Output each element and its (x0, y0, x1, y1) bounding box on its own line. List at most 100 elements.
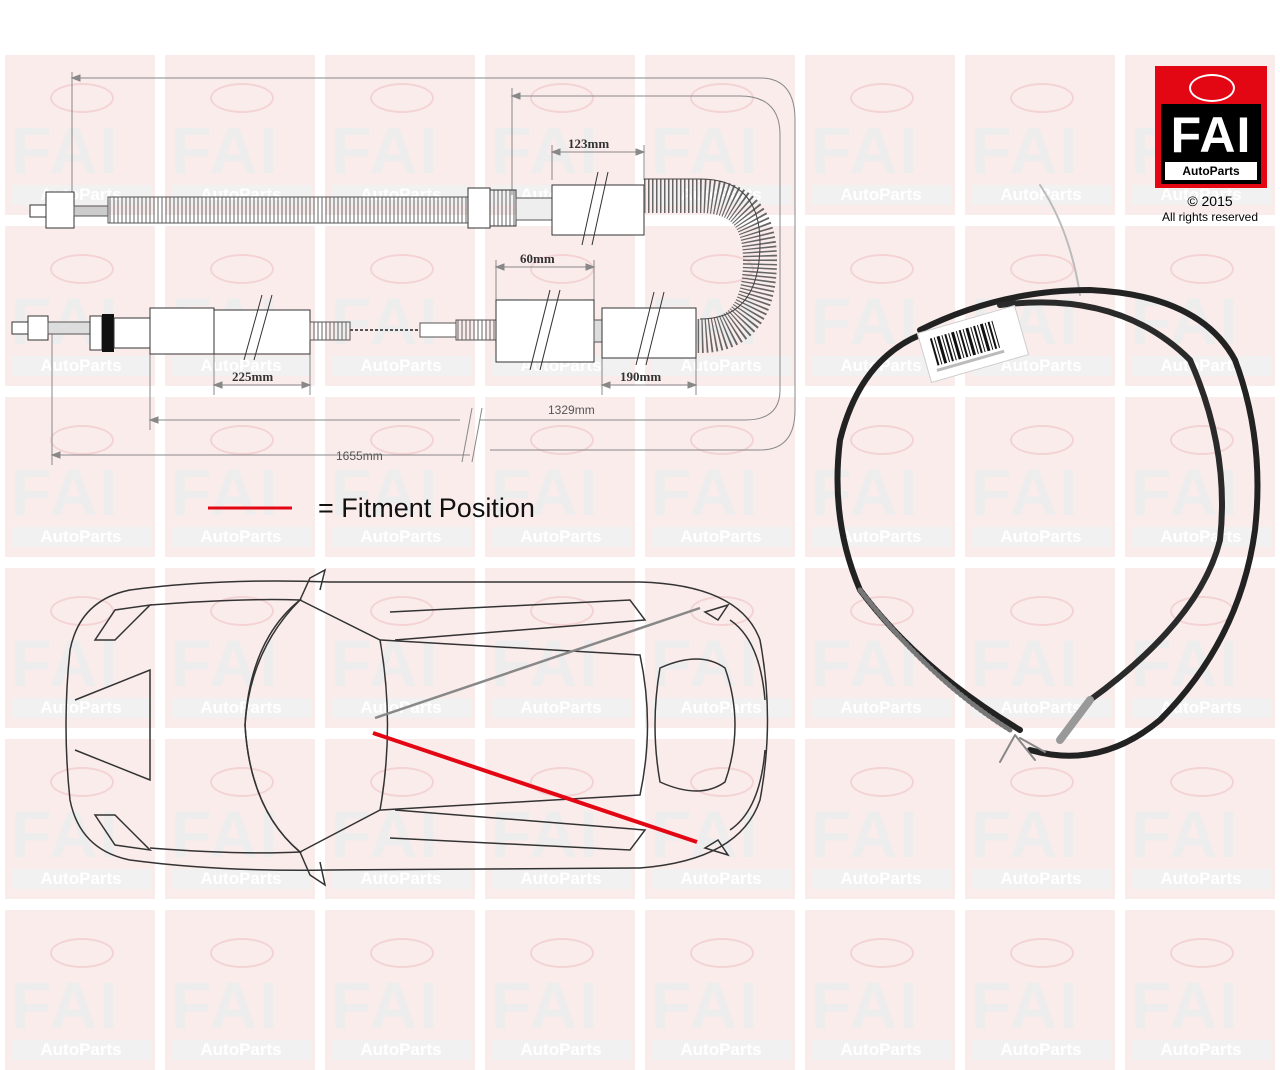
watermark-brand: FAI (11, 113, 120, 187)
watermark-tagline: AutoParts (971, 356, 1111, 376)
watermark-tagline: AutoParts (11, 698, 151, 718)
dim-60mm: 60mm (520, 251, 555, 266)
watermark-brand: FAI (971, 113, 1080, 187)
watermark-tagline: AutoParts (651, 1040, 791, 1060)
watermark-brand: FAI (11, 626, 120, 700)
watermark-oval-icon (690, 83, 754, 113)
watermark-brand: FAI (491, 968, 600, 1042)
watermark-oval-icon (370, 83, 434, 113)
watermark-oval-icon (370, 425, 434, 455)
watermark-brand: FAI (651, 113, 760, 187)
watermark-oval-icon (690, 425, 754, 455)
cable-diagram: 123mm 60mm 225mm 190mm 1329mm 1655mm (11, 72, 1261, 887)
watermark-brand: FAI (11, 455, 120, 529)
watermark-tagline: AutoParts (171, 869, 311, 889)
watermark-brand: FAI (651, 626, 760, 700)
watermark-tagline: AutoParts (331, 356, 471, 376)
watermark-brand: FAI (171, 113, 280, 187)
watermark-brand: FAI (1131, 968, 1240, 1042)
watermark-brand: FAI (491, 113, 600, 187)
watermark-tagline: AutoParts (651, 698, 791, 718)
barcode-icon (929, 320, 1005, 372)
watermark-tagline: AutoParts (1131, 698, 1271, 718)
watermark-tagline: AutoParts (651, 869, 791, 889)
watermark-oval-icon (210, 83, 274, 113)
watermark-tagline: AutoParts (811, 869, 951, 889)
watermark-brand: FAI (971, 455, 1080, 529)
dim-1655mm: 1655mm (336, 449, 383, 463)
logo-oval-icon (1189, 74, 1235, 102)
watermark-brand: FAI (811, 626, 920, 700)
watermark-tagline: AutoParts (11, 869, 151, 889)
watermark-oval-icon (50, 83, 114, 113)
legend-label: = Fitment Position (318, 493, 535, 523)
watermark-oval-icon (850, 83, 914, 113)
watermark-brand: FAI (1131, 797, 1240, 871)
watermark-tagline: AutoParts (171, 356, 311, 376)
watermark-oval-icon (1170, 767, 1234, 797)
watermark-oval-icon (1010, 254, 1074, 284)
watermark-oval-icon (1010, 596, 1074, 626)
dim-123mm: 123mm (568, 136, 609, 151)
watermark-tagline: AutoParts (331, 1040, 471, 1060)
watermark-brand: FAI (811, 797, 920, 871)
lower-cable (11, 289, 697, 371)
watermark-oval-icon (850, 767, 914, 797)
watermark-tagline: AutoParts (491, 1040, 631, 1060)
watermark-brand: FAI (11, 797, 120, 871)
watermark-brand: FAI (171, 797, 280, 871)
barcode-label (916, 304, 1030, 384)
watermark-brand: FAI (11, 968, 120, 1042)
watermark-brand: FAI (811, 113, 920, 187)
watermark-brand: FAI (651, 455, 760, 529)
watermark-tagline: AutoParts (651, 527, 791, 547)
watermark-tagline: AutoParts (11, 527, 151, 547)
watermark-brand: FAI (491, 626, 600, 700)
watermark-brand: FAI (811, 968, 920, 1042)
watermark-brand: FAI (971, 968, 1080, 1042)
watermark-tagline: AutoParts (491, 527, 631, 547)
watermark-tagline: AutoParts (491, 869, 631, 889)
watermark-oval-icon (370, 254, 434, 284)
logo-tagline: AutoParts (1165, 162, 1257, 180)
watermark-tagline: AutoParts (651, 356, 791, 376)
watermark-brand: FAI (651, 968, 760, 1042)
watermark-brand: FAI (491, 797, 600, 871)
watermark-oval-icon (1010, 767, 1074, 797)
watermark-oval-icon (690, 767, 754, 797)
watermark-oval-icon (210, 596, 274, 626)
watermark-oval-icon (1010, 425, 1074, 455)
watermark-brand: FAI (331, 284, 440, 358)
watermark-tagline: AutoParts (811, 1040, 951, 1060)
watermark-oval-icon (850, 254, 914, 284)
watermark-oval-icon (370, 596, 434, 626)
watermark-tagline: AutoParts (971, 869, 1111, 889)
fitment-position-line (372, 731, 698, 844)
watermark-tagline: AutoParts (1131, 869, 1271, 889)
car-outline (65, 568, 769, 887)
watermark-tagline: AutoParts (1131, 185, 1271, 205)
watermark-brand: FAI (171, 455, 280, 529)
watermark-oval-icon (370, 767, 434, 797)
watermark-tagline: AutoParts (171, 527, 311, 547)
watermark-tagline: AutoParts (171, 1040, 311, 1060)
dim-1329mm: 1329mm (548, 403, 595, 417)
cable-photo (834, 184, 1261, 763)
watermark-oval-icon (210, 254, 274, 284)
watermark-oval-icon (850, 425, 914, 455)
